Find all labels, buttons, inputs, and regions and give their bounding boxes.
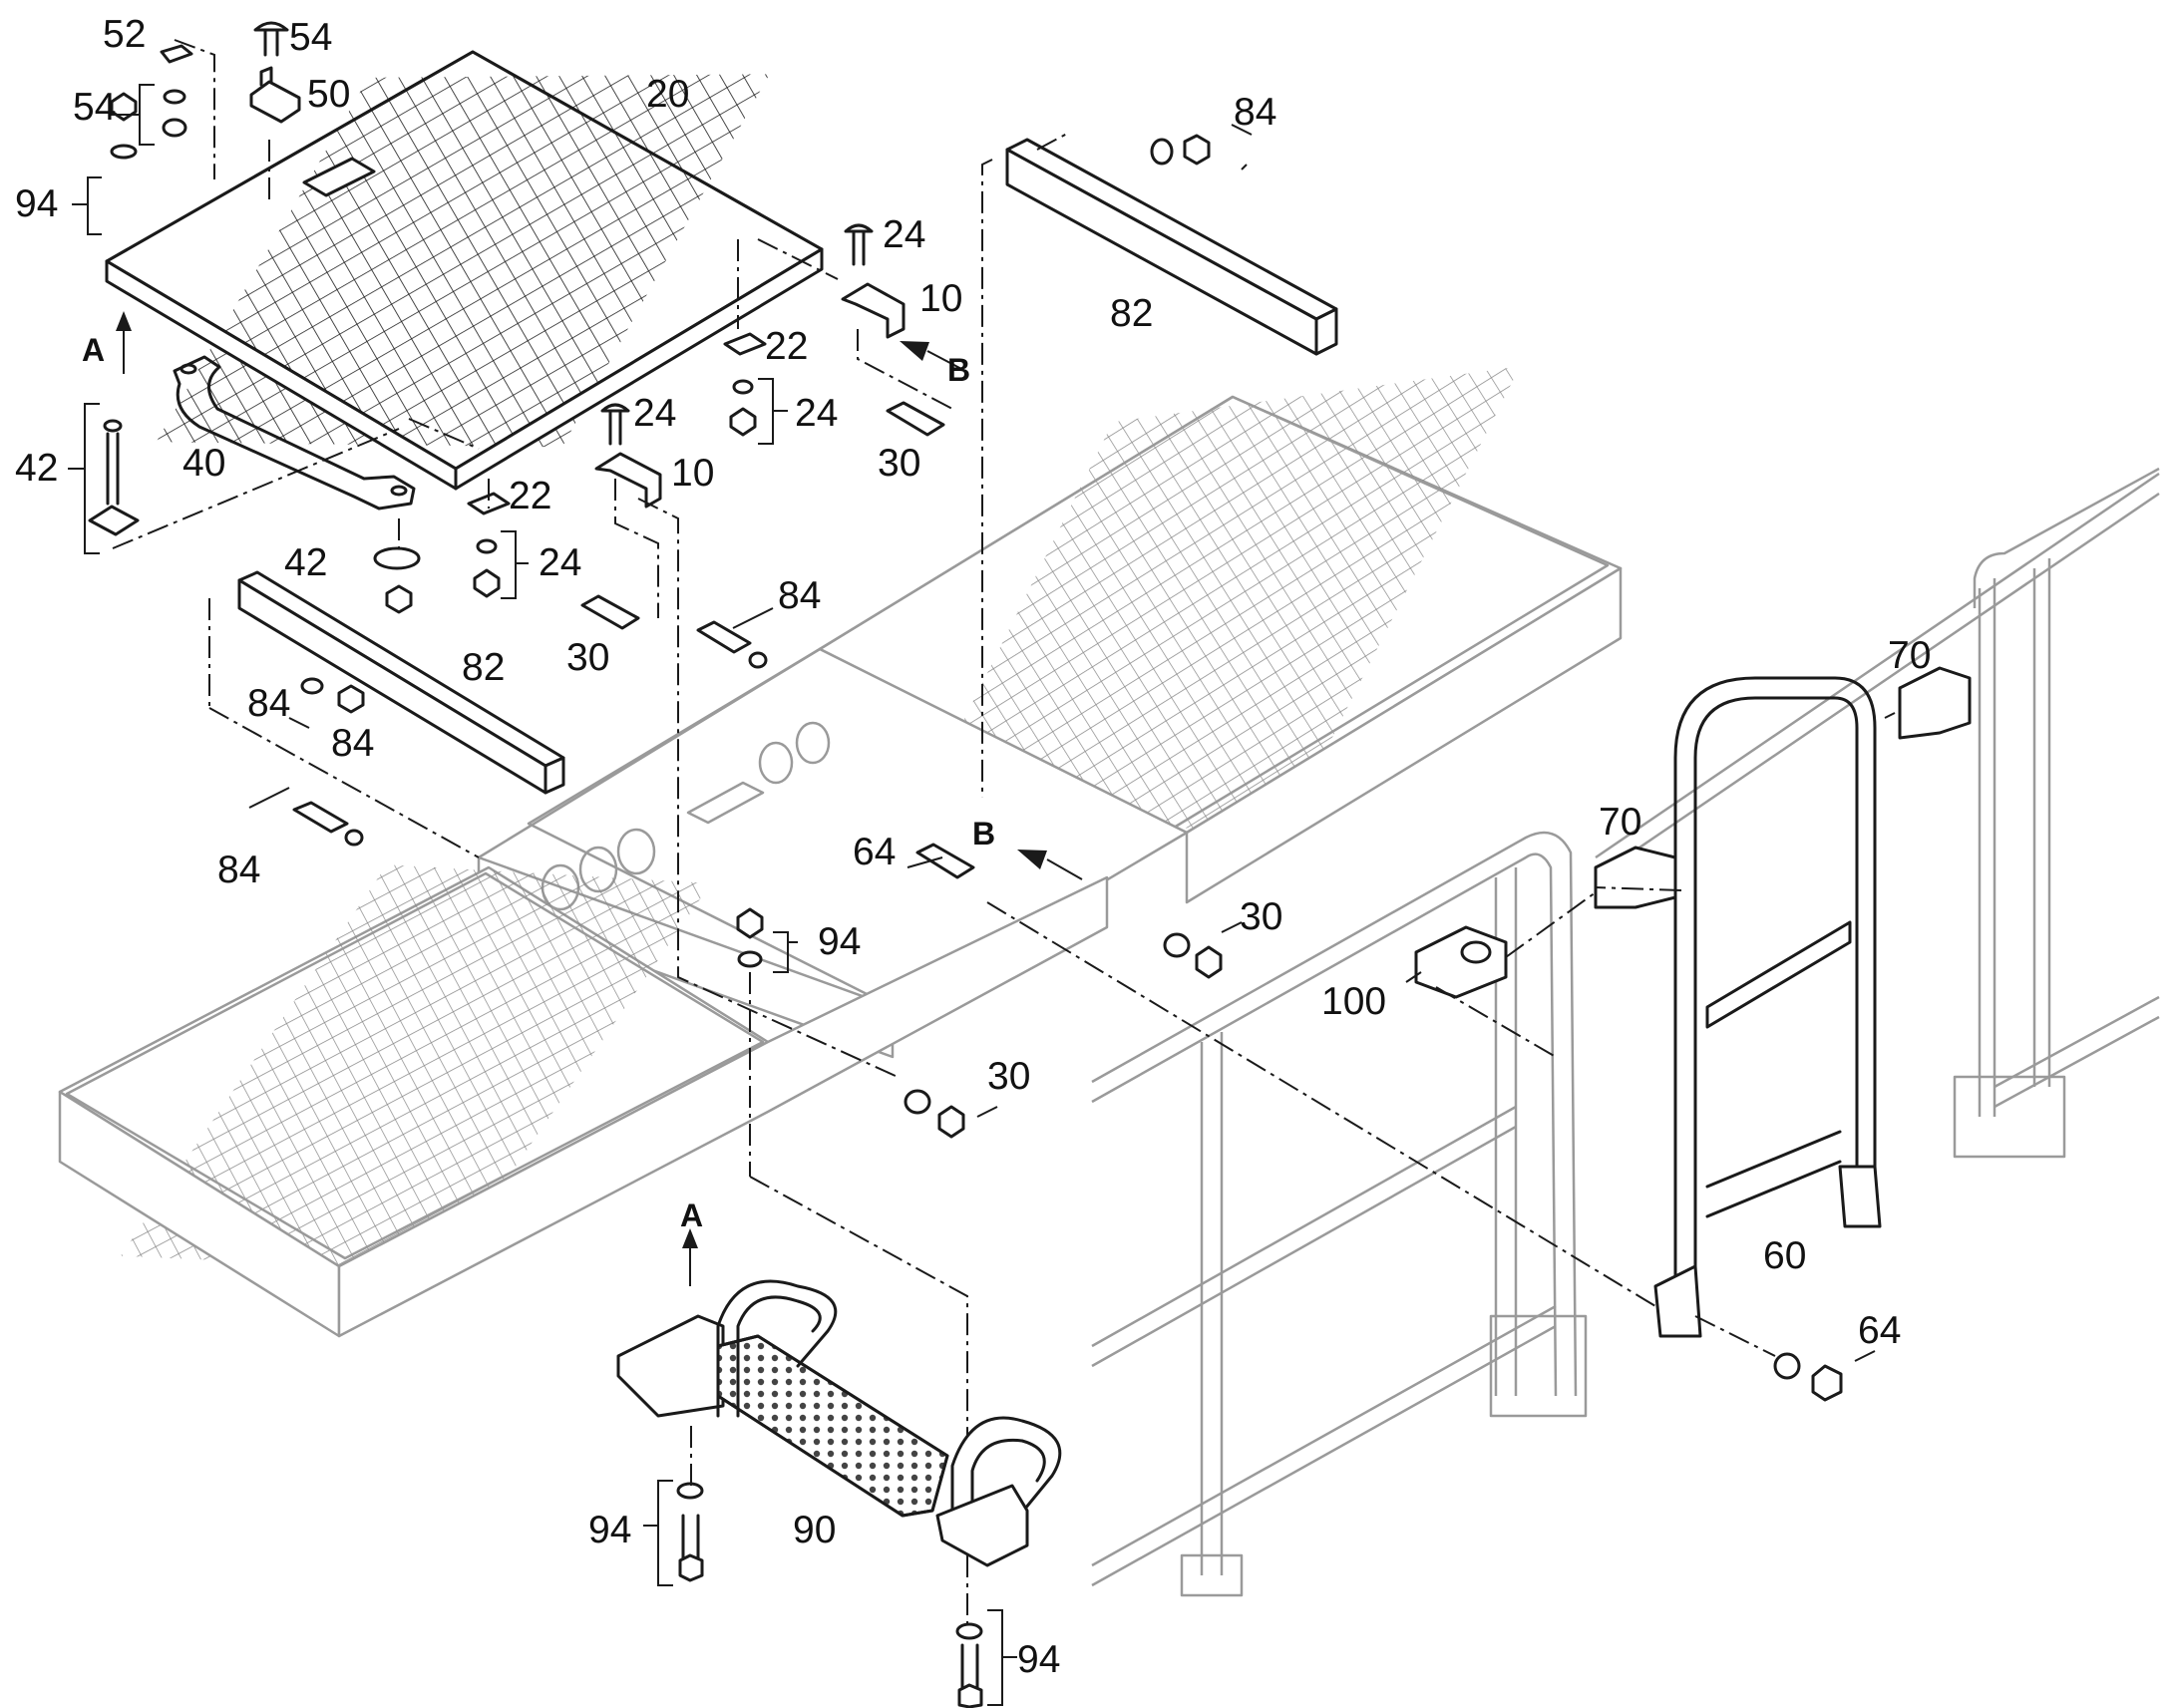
label-84-left3: 84	[217, 849, 260, 891]
label-54-left: 54	[73, 86, 116, 129]
label-94-left: 94	[15, 182, 58, 225]
low-platform	[17, 734, 1109, 1402]
label-24-mid: 24	[539, 541, 581, 584]
bar-82-left	[237, 570, 768, 847]
label-100: 100	[1321, 980, 1386, 1023]
label-view-a-top: A	[82, 332, 105, 368]
label-64-mid: 64	[853, 831, 896, 873]
label-84-mid: 84	[778, 574, 821, 617]
label-82-left: 82	[462, 646, 505, 689]
label-22-right: 22	[765, 325, 808, 368]
label-view-b-right: B	[947, 352, 970, 388]
label-94-low1: 94	[588, 1509, 631, 1551]
label-90: 90	[793, 1509, 836, 1551]
label-70-right: 70	[1888, 634, 1931, 677]
label-24-center: 24	[633, 392, 676, 435]
mid-fasteners	[736, 843, 1843, 1402]
leader-lines	[68, 84, 1876, 1706]
label-50: 50	[307, 73, 350, 116]
label-30-mid: 30	[1240, 895, 1282, 938]
top-fasteners	[88, 21, 945, 630]
label-10-right: 10	[919, 277, 962, 320]
label-84-left1: 84	[247, 682, 290, 725]
label-22-mid: 22	[509, 475, 551, 517]
label-40: 40	[182, 442, 225, 485]
label-20: 20	[646, 73, 689, 116]
label-82-top: 82	[1110, 292, 1153, 335]
label-84-top: 84	[1234, 91, 1276, 134]
right-railing	[1595, 467, 2160, 1159]
label-54-top: 54	[289, 16, 332, 59]
label-94-low2: 94	[1017, 1638, 1060, 1681]
bracket-40	[173, 355, 416, 511]
assembly-lines	[112, 39, 1896, 1625]
label-30-low: 30	[987, 1055, 1030, 1098]
label-view-b-mid: B	[972, 816, 995, 852]
label-24-right2: 24	[795, 392, 838, 435]
label-52: 52	[103, 13, 146, 56]
hinges-clamp	[1414, 666, 1972, 999]
label-94-mid: 94	[818, 920, 861, 963]
label-30-center: 30	[566, 636, 609, 679]
label-84-left2: 84	[331, 722, 374, 765]
label-10-center: 10	[671, 452, 714, 495]
label-30-right: 30	[878, 442, 920, 485]
step-fasteners	[676, 1482, 983, 1708]
label-42-mid: 42	[284, 541, 327, 584]
label-view-a-low: A	[680, 1197, 703, 1233]
bar-82-top	[1005, 134, 1338, 356]
gate-60	[1653, 676, 1882, 1338]
part-labels: 52 54 50 54 20 94 A 42 40 42 82 84 84 84…	[15, 13, 1931, 1681]
view-arrows	[116, 311, 1083, 1286]
label-24-right: 24	[883, 213, 925, 256]
label-64-low: 64	[1858, 1309, 1901, 1352]
label-60: 60	[1763, 1234, 1806, 1277]
label-42-left: 42	[15, 447, 58, 490]
label-70-mid: 70	[1599, 801, 1641, 844]
